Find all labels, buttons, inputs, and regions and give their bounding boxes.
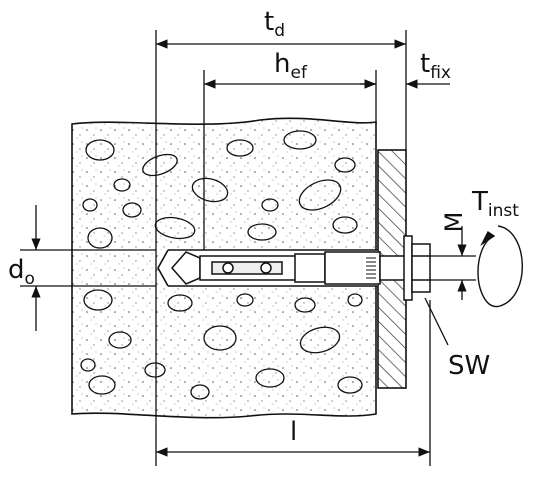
torque-arrow <box>477 225 523 308</box>
anchor-bolt <box>171 235 431 301</box>
label-td: td <box>264 7 285 41</box>
label-do: do <box>8 255 35 289</box>
aggregate-stones <box>80 130 363 400</box>
label-hef: hef <box>274 49 308 83</box>
dimension-lines <box>20 30 476 466</box>
label-tfix: tfix <box>420 49 451 83</box>
label-M: M <box>440 212 468 233</box>
label-tinst: Tinst <box>471 187 519 221</box>
label-SW: SW <box>448 351 490 381</box>
label-l: l <box>290 417 297 447</box>
